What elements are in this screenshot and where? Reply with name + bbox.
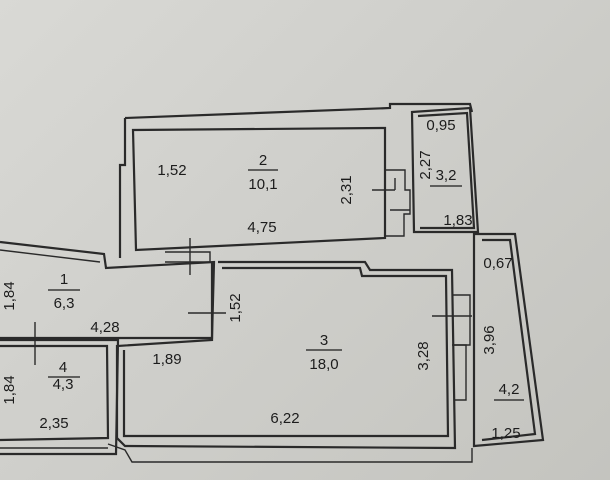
room-label-3: 3 18,0 [306,332,342,373]
dim-room3-bottom: 6,22 [270,410,299,427]
dim-room1-width: 4,28 [90,319,119,336]
dim-room3-right: 3,28 [415,341,432,370]
dim-room2-right: 2,31 [338,175,355,204]
dim-balcony-top: 0,67 [483,255,512,272]
dim-room4-width: 2,35 [39,415,68,432]
dimension-labels: 1,52 4,75 2,31 2,27 0,95 1,83 0,67 3,96 … [1,117,521,442]
room-area: 3,2 [436,167,457,184]
room-number: 4 [59,359,67,376]
room-label-2: 2 10,1 [248,152,278,193]
bath-area-label: 3,2 [430,167,462,187]
walls [0,102,545,463]
dim-room1-height: 1,84 [1,281,18,310]
room-number: 1 [60,271,68,288]
dim-room2-bottom: 4,75 [247,219,276,236]
dim-room2-left: 1,52 [157,162,186,179]
room-area: 10,1 [248,176,277,193]
room-number: 2 [259,152,267,169]
dim-passage-width: 1,52 [227,293,244,322]
room-area: 6,3 [54,295,75,312]
dim-balcony-bottom: 1,25 [491,425,520,442]
dim-room4-height: 1,84 [1,375,18,404]
room-area: 4,2 [499,381,520,398]
balcony-area-label: 4,2 [494,381,524,401]
dim-corridor-height: 2,27 [417,150,434,179]
room-area: 18,0 [309,356,338,373]
room-area: 4,3 [53,376,74,393]
room-label-1: 1 6,3 [48,271,80,312]
room-number: 3 [320,332,328,349]
dim-bath-bottom: 1,83 [443,212,472,229]
room-label-4: 4 4,3 [48,359,80,393]
dim-room3-left: 1,89 [152,351,181,368]
dim-bath-top: 0,95 [426,117,455,134]
dim-balcony-height: 3,96 [481,325,498,354]
